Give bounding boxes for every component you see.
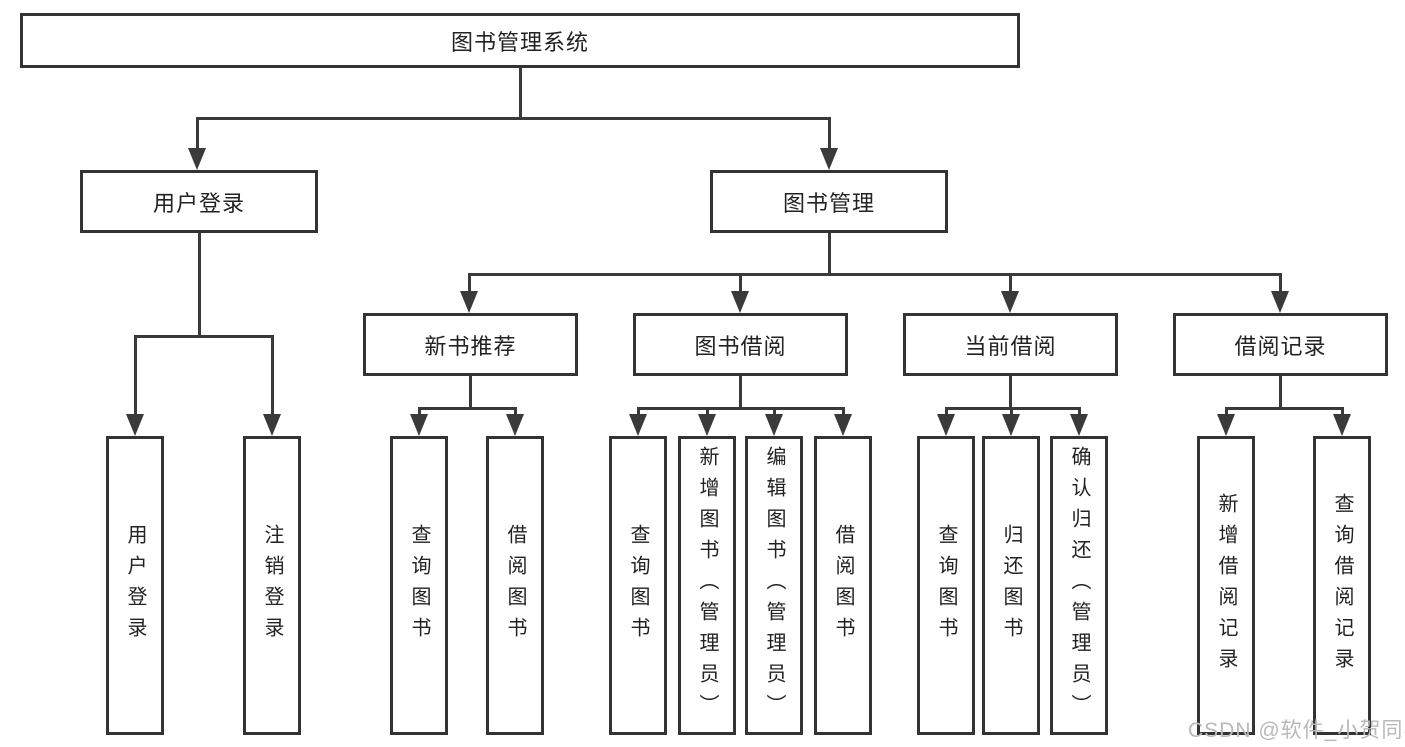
node-current-borrowing: 当前借阅 [903,313,1118,376]
arrow-down-icon [263,414,281,436]
node-label: 注销登录 [261,523,283,648]
edge-line [1078,407,1081,414]
csdn-watermark: CSDN @软件_小贺同学 [1188,719,1405,742]
edge-line [468,273,1282,276]
edge-line [418,407,517,410]
edge-line [468,273,471,291]
node-label: 用户登录 [124,523,146,648]
node-label: 确认归还（管理员） [1068,446,1090,725]
arrow-down-icon [1217,414,1235,436]
edge-line [418,407,421,414]
edge-line [828,233,831,273]
node-label: 新书推荐 [424,333,517,359]
node-label: 查询图书 [408,523,430,648]
edge-line [773,407,776,414]
edge-line [1279,273,1282,291]
arrow-down-icon [506,414,524,436]
arrow-down-icon [765,414,783,436]
leaf-confirm-return-admin: 确认归还（管理员） [1050,436,1108,735]
edge-line [271,335,274,414]
leaf-borrow-books-recommend: 借阅图书 [486,436,544,735]
arrow-down-icon [698,414,716,436]
leaf-logout: 注销登录 [243,436,301,735]
edge-line [1341,407,1344,414]
edge-line [739,273,742,291]
edge-line [1009,273,1012,291]
edge-line [196,117,831,120]
edge-line [198,233,201,335]
edge-line [828,117,831,148]
arrow-down-icon [834,414,852,436]
leaf-add-books-admin: 新增图书（管理员） [678,436,736,735]
arrow-down-icon [629,414,647,436]
edge-line [1009,376,1012,407]
node-book-borrowing: 图书借阅 [633,313,848,376]
node-label: 图书借阅 [694,333,787,359]
node-label: 新增图书（管理员） [696,446,718,725]
edge-line [134,335,274,338]
node-label: 借阅图书 [504,523,526,648]
arrow-down-icon [1002,414,1020,436]
node-label: 借阅记录 [1234,333,1327,359]
node-new-book-recommend: 新书推荐 [363,313,578,376]
node-label: 编辑图书（管理员） [763,446,785,725]
node-label: 新增借阅记录 [1215,492,1237,679]
arrow-down-icon [1070,414,1088,436]
edge-line [469,376,472,407]
arrow-down-icon [731,291,749,313]
node-label: 查询图书 [935,523,957,648]
edge-line [519,68,522,117]
arrow-down-icon [937,414,955,436]
leaf-borrow-books: 借阅图书 [814,436,872,735]
edge-line [1225,407,1344,410]
node-book-management: 图书管理 [710,170,948,233]
arrow-down-icon [1333,414,1351,436]
node-root-system: 图书管理系统 [20,13,1020,68]
edge-line [945,407,1081,410]
node-label: 图书管理 [782,190,875,216]
edge-line [514,407,517,414]
node-label: 图书管理系统 [450,29,589,55]
arrow-down-icon [1001,291,1019,313]
leaf-query-books-borrowing: 查询图书 [609,436,667,735]
edge-line [739,376,742,407]
arrow-down-icon [188,148,206,170]
arrow-down-icon [410,414,428,436]
edge-line [637,407,845,410]
arrow-down-icon [126,414,144,436]
edge-line [637,407,640,414]
leaf-return-books: 归还图书 [982,436,1040,735]
arrow-down-icon [460,291,478,313]
edge-line [842,407,845,414]
edge-line [134,335,137,414]
node-borrowing-records: 借阅记录 [1173,313,1388,376]
arrow-down-icon [1271,291,1289,313]
node-label: 用户登录 [152,190,245,216]
edge-line [196,117,199,148]
leaf-user-login: 用户登录 [106,436,164,735]
leaf-query-books-current: 查询图书 [917,436,975,735]
leaf-edit-books-admin: 编辑图书（管理员） [745,436,803,735]
node-label: 当前借阅 [964,333,1057,359]
leaf-query-borrow-record: 查询借阅记录 [1313,436,1371,735]
leaf-query-books-recommend: 查询图书 [390,436,448,735]
edge-line [1225,407,1228,414]
edge-line [1279,376,1282,407]
node-label: 归还图书 [1000,523,1022,648]
node-label: 查询借阅记录 [1331,492,1353,679]
edge-line [1010,407,1013,414]
node-label: 查询图书 [627,523,649,648]
node-user-login: 用户登录 [80,170,318,233]
edge-line [945,407,948,414]
edge-line [706,407,709,414]
arrow-down-icon [820,148,838,170]
leaf-add-borrow-record: 新增借阅记录 [1197,436,1255,735]
node-label: 借阅图书 [832,523,854,648]
